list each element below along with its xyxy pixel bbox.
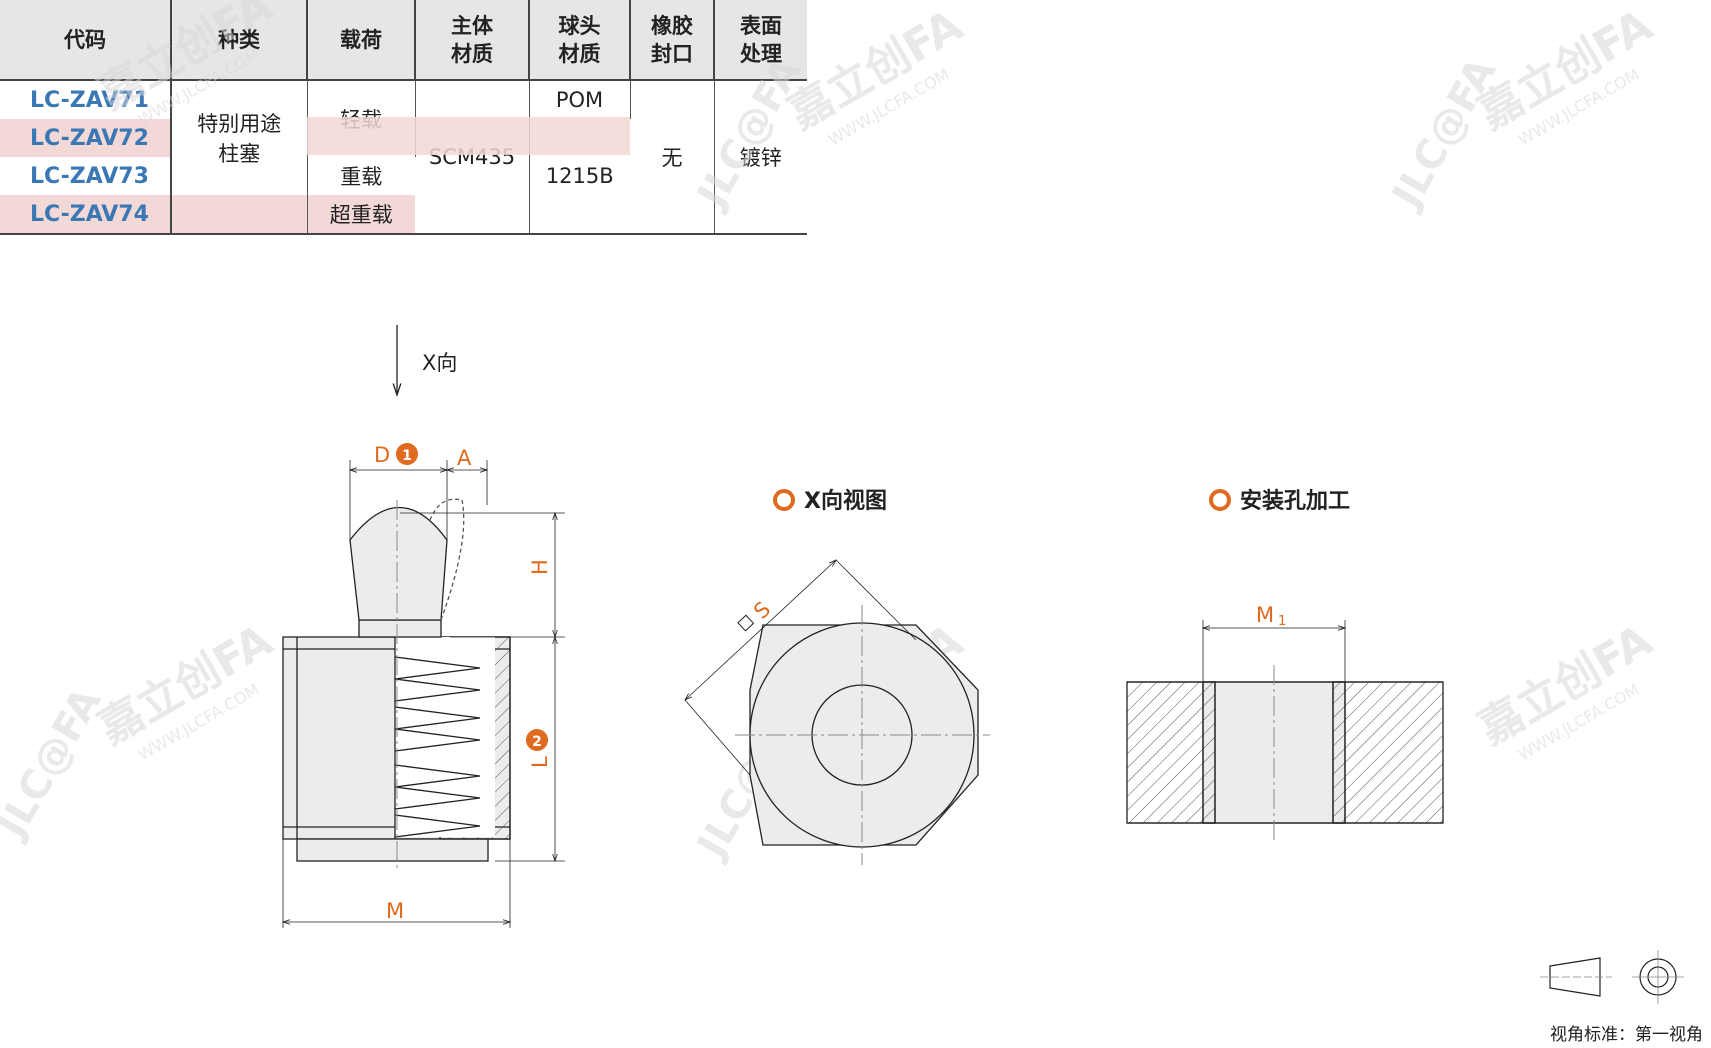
spec-table: 代码 种类 载荷 主体 材质 球头 材质 橡胶 封口 表面 处理 LC-ZAV7… [0,0,807,235]
code-cell: LC-ZAV72 [0,119,172,157]
type-cell-empty [171,195,308,234]
surface-cell: 镀锌 [714,80,807,234]
table-row: LC-ZAV73 重载 [0,157,807,195]
projection-symbol-icon [1540,950,1684,1004]
watermark-url: WWW.JLCFA.COM [1515,680,1643,765]
dim-a-label: A [457,446,472,470]
watermark-text: 嘉立创FA [780,0,971,140]
hole-title-icon [1209,489,1231,511]
header-load: 载荷 [307,0,416,80]
dim-l-label: L [528,756,552,768]
header-surface: 表面 处理 [714,0,807,80]
header-body-material: 主体 材质 [415,0,530,80]
table-row: LC-ZAV71 特别用途 柱塞 轻载 SCM435 POM 无 镀锌 [0,80,807,234]
watermark-url: WWW.JLCFA.COM [825,65,953,150]
body-material-cell: SCM435 [415,80,530,234]
watermark-logo: JLC@FA [1382,50,1505,217]
watermark-logo: JLC@FA [0,680,110,847]
badge-2-number: 2 [532,734,542,750]
watermark-text: 嘉立创FA [1470,615,1661,755]
rubber-seal-cell: 无 [630,80,715,234]
header-type: 种类 [171,0,308,80]
header-rubber-seal: 橡胶 封口 [630,0,715,80]
plunger-side-view [283,325,565,928]
header-code: 代码 [0,0,172,80]
dim-d-label: D [374,443,390,467]
ball-material-cell: POM [529,80,631,119]
dim-m-label: M [386,899,404,923]
load-cell: 轻载 [307,80,416,157]
dim-s-label: S [749,597,775,624]
watermark-text: 嘉立创FA [780,615,971,755]
projection-label: 视角标准：第一视角 [1550,1025,1703,1045]
type-cell: 特别用途 柱塞 [171,80,308,195]
table-row: LC-ZAV72 1215B [0,119,807,234]
table-row: LC-ZAV74 超重载 [0,195,807,234]
x-view-title: X向视图 [804,488,887,514]
load-cell: 重载 [307,157,415,195]
table-header-row: 代码 种类 载荷 主体 材质 球头 材质 橡胶 封口 表面 处理 [0,0,807,80]
badge-2-icon [526,729,548,751]
hole-title: 安装孔加工 [1240,488,1350,514]
code-cell: LC-ZAV71 [0,80,172,119]
code-cell: LC-ZAV74 [0,195,172,234]
mounting-hole-view [1126,620,1444,840]
ball-material-cell: 1215B [529,119,630,234]
x-view [685,560,990,865]
watermark-text: 嘉立创FA [1470,0,1661,140]
x-view-title-icon [773,489,795,511]
badge-1-number: 1 [402,448,412,464]
watermark-url: WWW.JLCFA.COM [135,680,263,765]
badge-1-icon [396,443,418,465]
dim-h-label: H [528,559,552,575]
watermark-url: WWW.JLCFA.COM [1515,65,1643,150]
dim-m1-subscript: 1 [1278,614,1286,629]
dim-m1-label: M [1256,603,1274,627]
watermark-logo: JLC@FA [687,700,810,867]
load-cell: 超重载 [307,195,415,234]
direction-label: X向 [422,351,457,375]
code-cell: LC-ZAV73 [0,157,172,195]
header-ball-material: 球头 材质 [529,0,631,80]
watermark-url: WWW.JLCFA.COM [825,680,953,765]
watermark-text: 嘉立创FA [90,615,281,755]
